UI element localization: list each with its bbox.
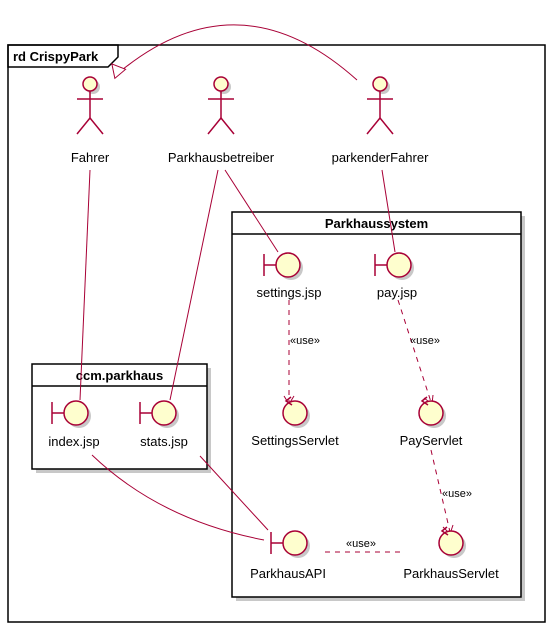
control-label: SettingsServlet bbox=[251, 433, 339, 448]
control-label: ParkhausServlet bbox=[403, 566, 499, 581]
actor-fahrer[interactable]: Fahrer bbox=[71, 76, 110, 165]
control-settingsservlet[interactable]: SettingsServlet bbox=[251, 396, 339, 448]
boundary-pay-jsp[interactable]: pay.jsp bbox=[374, 252, 417, 300]
boundary-icon bbox=[270, 530, 310, 558]
actor-icon bbox=[366, 76, 394, 135]
boundary-label: stats.jsp bbox=[140, 434, 188, 449]
actor-label: Parkhausbetreiber bbox=[168, 150, 275, 165]
actor-label: parkenderFahrer bbox=[332, 150, 429, 165]
relations: «use» «use» «use» «use» bbox=[79, 24, 472, 553]
package-parkhaussystem-title: Parkhaussystem bbox=[325, 216, 428, 231]
control-icon bbox=[282, 396, 310, 428]
boundary-icon bbox=[51, 400, 91, 428]
control-icon bbox=[438, 526, 466, 558]
link-stats-api bbox=[199, 455, 269, 531]
package-ccm-title: ccm.parkhaus bbox=[76, 368, 163, 383]
label-use-payservlet: «use» bbox=[442, 488, 472, 500]
actor-parkenderfahrer[interactable]: parkenderFahrer bbox=[332, 76, 429, 165]
label-use-pay: «use» bbox=[410, 335, 440, 347]
boundary-icon bbox=[263, 252, 303, 280]
frame-title: rd CrispyPark bbox=[13, 49, 99, 64]
package-ccm-parkhaus[interactable]: ccm.parkhaus bbox=[31, 363, 211, 473]
actor-parkhausbetreiber[interactable]: Parkhausbetreiber bbox=[168, 76, 275, 165]
actor-icon bbox=[76, 76, 104, 135]
link-fahrer-index bbox=[79, 169, 91, 401]
generalization-arrowhead bbox=[111, 63, 127, 80]
link-payservlet-use bbox=[430, 449, 451, 533]
control-parkhausservlet[interactable]: ParkhausServlet bbox=[403, 526, 499, 581]
link-betreiber-settings bbox=[224, 169, 279, 253]
actor-label: Fahrer bbox=[71, 150, 110, 165]
control-payservlet[interactable]: PayServlet bbox=[400, 396, 463, 448]
diagram-frame: rd CrispyPark bbox=[7, 44, 546, 623]
control-icon bbox=[418, 396, 446, 428]
link-betreiber-stats bbox=[169, 169, 219, 401]
boundary-settings-jsp[interactable]: settings.jsp bbox=[256, 252, 322, 300]
label-use-api: «use» bbox=[346, 538, 376, 550]
label-use-settings: «use» bbox=[290, 335, 320, 347]
link-pay-use bbox=[397, 299, 432, 403]
boundary-stats-jsp[interactable]: stats.jsp bbox=[139, 400, 188, 449]
boundary-icon bbox=[374, 252, 414, 280]
boundary-label: settings.jsp bbox=[256, 285, 321, 300]
link-parkender-pay bbox=[381, 169, 396, 253]
boundary-label: ParkhausAPI bbox=[250, 566, 326, 581]
boundary-label: index.jsp bbox=[48, 434, 99, 449]
boundary-icon bbox=[139, 400, 179, 428]
generalization-line bbox=[121, 24, 358, 81]
boundary-index-jsp[interactable]: index.jsp bbox=[48, 400, 100, 449]
boundary-label: pay.jsp bbox=[377, 285, 417, 300]
link-index-api bbox=[91, 454, 265, 541]
control-label: PayServlet bbox=[400, 433, 463, 448]
boundary-parkhausapi[interactable]: ParkhausAPI bbox=[250, 530, 326, 581]
actor-icon bbox=[207, 76, 235, 135]
